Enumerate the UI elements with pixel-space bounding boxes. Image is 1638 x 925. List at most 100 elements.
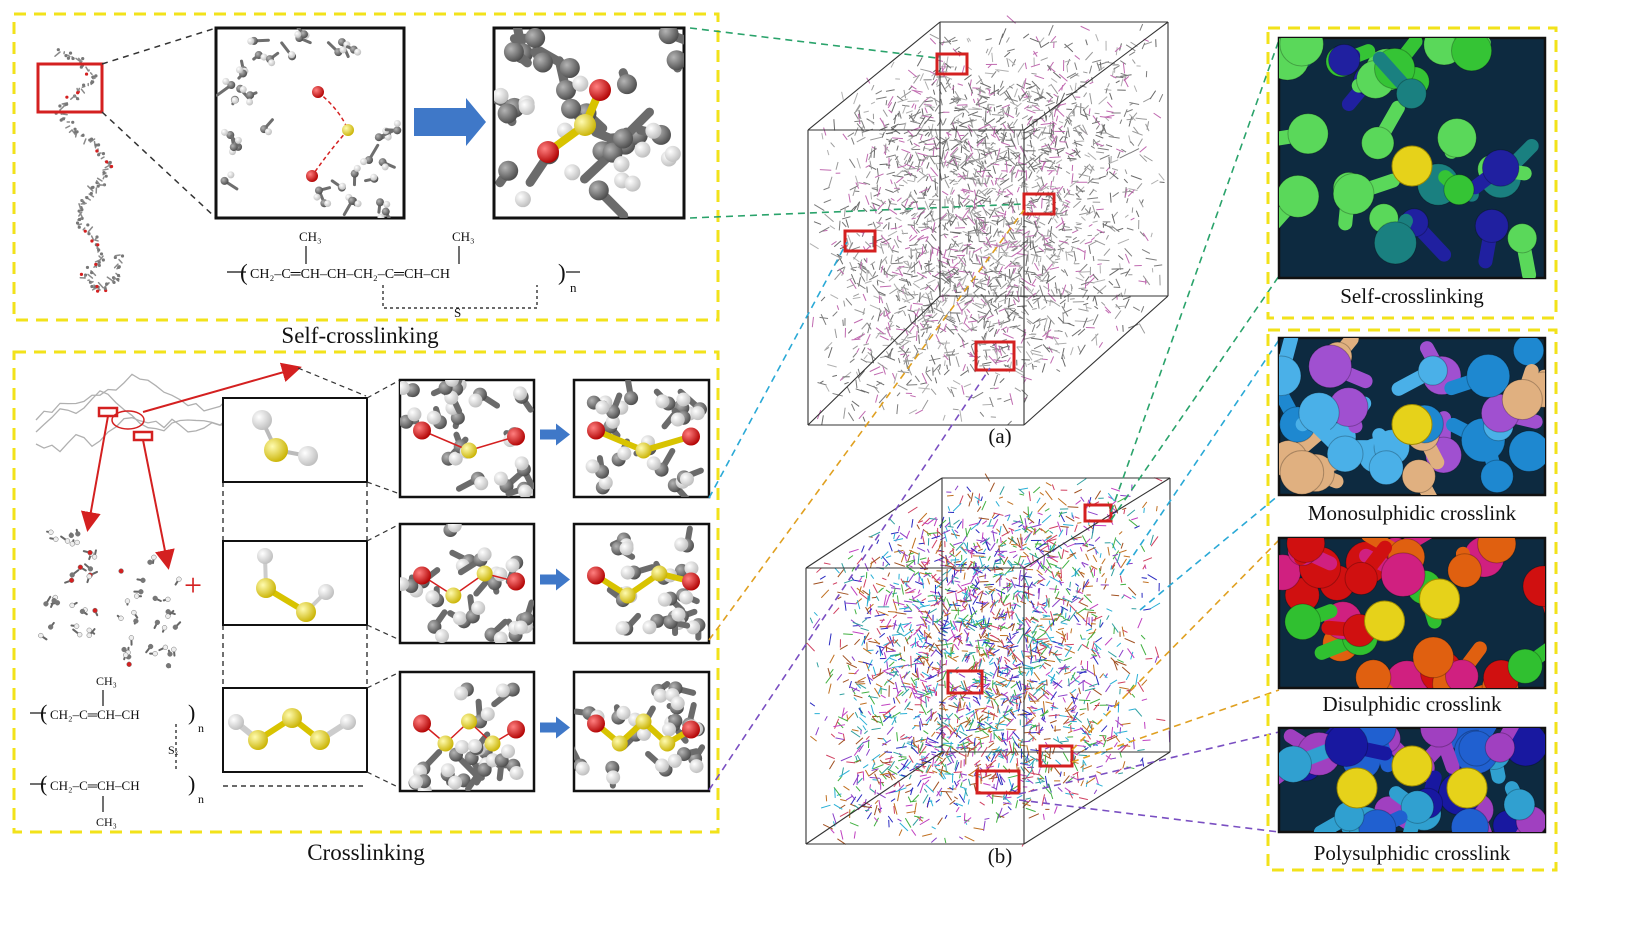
- molecule-segment: [999, 378, 1005, 384]
- molecule-segment: [924, 211, 933, 219]
- molecule-segment: [1063, 302, 1066, 309]
- molecule-segment: [1089, 65, 1093, 74]
- molecule-segment: [1025, 166, 1033, 173]
- molecule-segment: [883, 681, 888, 686]
- molecule-segment: [966, 717, 971, 723]
- molecule-segment: [1091, 121, 1100, 125]
- molecule-segment: [939, 728, 947, 736]
- molecule-segment: [961, 652, 968, 662]
- molecule-segment: [953, 637, 957, 643]
- atom: [147, 643, 154, 650]
- molecule-segment: [811, 316, 814, 328]
- molecule-segment: [1028, 726, 1032, 735]
- molecule-segment: [966, 152, 974, 162]
- molecule-segment: [860, 332, 864, 338]
- molecule-segment: [982, 314, 987, 318]
- molecule-segment: [1064, 787, 1072, 793]
- molecule-segment: [859, 592, 868, 600]
- molecule-segment: [875, 221, 881, 226]
- molecule-segment: [927, 517, 937, 525]
- molecule-segment: [1065, 199, 1071, 204]
- molecule-segment: [1131, 595, 1136, 599]
- molecule-segment: [853, 759, 859, 764]
- molecule-segment: [995, 190, 1003, 196]
- molecule-segment: [906, 129, 914, 137]
- molecule-segment: [1086, 306, 1092, 309]
- molecule-segment: [963, 701, 966, 708]
- molecule-segment: [880, 627, 889, 630]
- molecule-segment: [1036, 92, 1047, 100]
- hydrogen-atom: [605, 414, 620, 429]
- molecule-segment: [976, 343, 987, 346]
- molecule-segment: [930, 354, 936, 365]
- molecule-segment: [1026, 206, 1032, 209]
- molecule-segment: [1017, 204, 1020, 211]
- molecule-segment: [1001, 698, 1006, 707]
- molecule-segment: [1015, 594, 1019, 603]
- molecule-segment: [894, 182, 899, 194]
- molecule-segment: [952, 95, 959, 102]
- molecule-segment: [1025, 655, 1037, 657]
- molecule-segment: [918, 629, 924, 636]
- molecule-segment: [964, 190, 970, 196]
- molecule-segment: [1038, 160, 1043, 162]
- molecule-segment: [859, 261, 863, 270]
- molecule-segment: [1074, 62, 1078, 71]
- molecule-segment: [963, 263, 967, 272]
- molecule-segment: [925, 741, 935, 748]
- molecule-segment: [1036, 646, 1041, 657]
- molecule-segment: [912, 692, 925, 696]
- molecule-segment: [1088, 244, 1091, 254]
- molecule-segment: [890, 179, 893, 185]
- molecule-segment: [934, 682, 939, 694]
- molecule-segment: [852, 352, 858, 358]
- molecule-segment: [965, 734, 973, 739]
- hydrogen-atom: [493, 471, 508, 486]
- molecule-segment: [862, 308, 866, 316]
- molecule-segment: [1002, 219, 1005, 228]
- hydrogen-atom: [448, 451, 463, 466]
- molecule-segment: [1078, 211, 1091, 216]
- molecule-segment: [998, 525, 1002, 536]
- molecule-segment: [993, 131, 1001, 142]
- molecule-segment: [850, 586, 858, 596]
- molecule-segment: [910, 261, 919, 269]
- molecule-segment: [817, 382, 827, 386]
- molecule-segment: [1009, 290, 1014, 294]
- molecule-segment: [924, 318, 935, 323]
- molecule-segment: [1004, 364, 1010, 368]
- molecule-segment: [869, 119, 875, 125]
- molecule-segment: [1003, 683, 1007, 688]
- molecule-segment: [854, 681, 862, 689]
- molecule-segment: [901, 229, 905, 235]
- molecule-segment: [861, 120, 866, 129]
- molecule-segment: [896, 392, 901, 397]
- molecule-segment: [1118, 549, 1127, 554]
- molecule-segment: [1062, 308, 1072, 314]
- molecule-segment: [991, 611, 995, 616]
- molecule-segment: [1112, 192, 1120, 198]
- molecule-segment: [874, 800, 879, 805]
- molecule-segment: [1071, 792, 1079, 795]
- molecule-segment: [887, 572, 891, 577]
- molecule-segment: [1042, 329, 1052, 338]
- molecule-segment: [943, 354, 949, 361]
- molecule-segment: [975, 552, 986, 555]
- molecule-segment: [1049, 588, 1059, 591]
- sulfur-atom: [484, 735, 501, 752]
- molecule-segment: [1109, 92, 1113, 100]
- molecule-segment: [998, 116, 1002, 123]
- molecule-segment: [945, 212, 955, 218]
- molecule-segment: [1084, 154, 1090, 158]
- molecule-segment: [836, 305, 840, 311]
- molecule-segment: [1027, 362, 1033, 366]
- molecule-segment: [857, 370, 865, 379]
- molecule-segment: [1087, 197, 1099, 200]
- molecule-segment: [843, 206, 846, 217]
- molecule-segment: [1079, 238, 1086, 245]
- molecule-segment: [984, 721, 994, 728]
- molecule-segment: [1078, 797, 1088, 801]
- molecule-segment: [914, 247, 919, 254]
- molecule-segment: [1024, 518, 1027, 527]
- atom: [108, 160, 112, 165]
